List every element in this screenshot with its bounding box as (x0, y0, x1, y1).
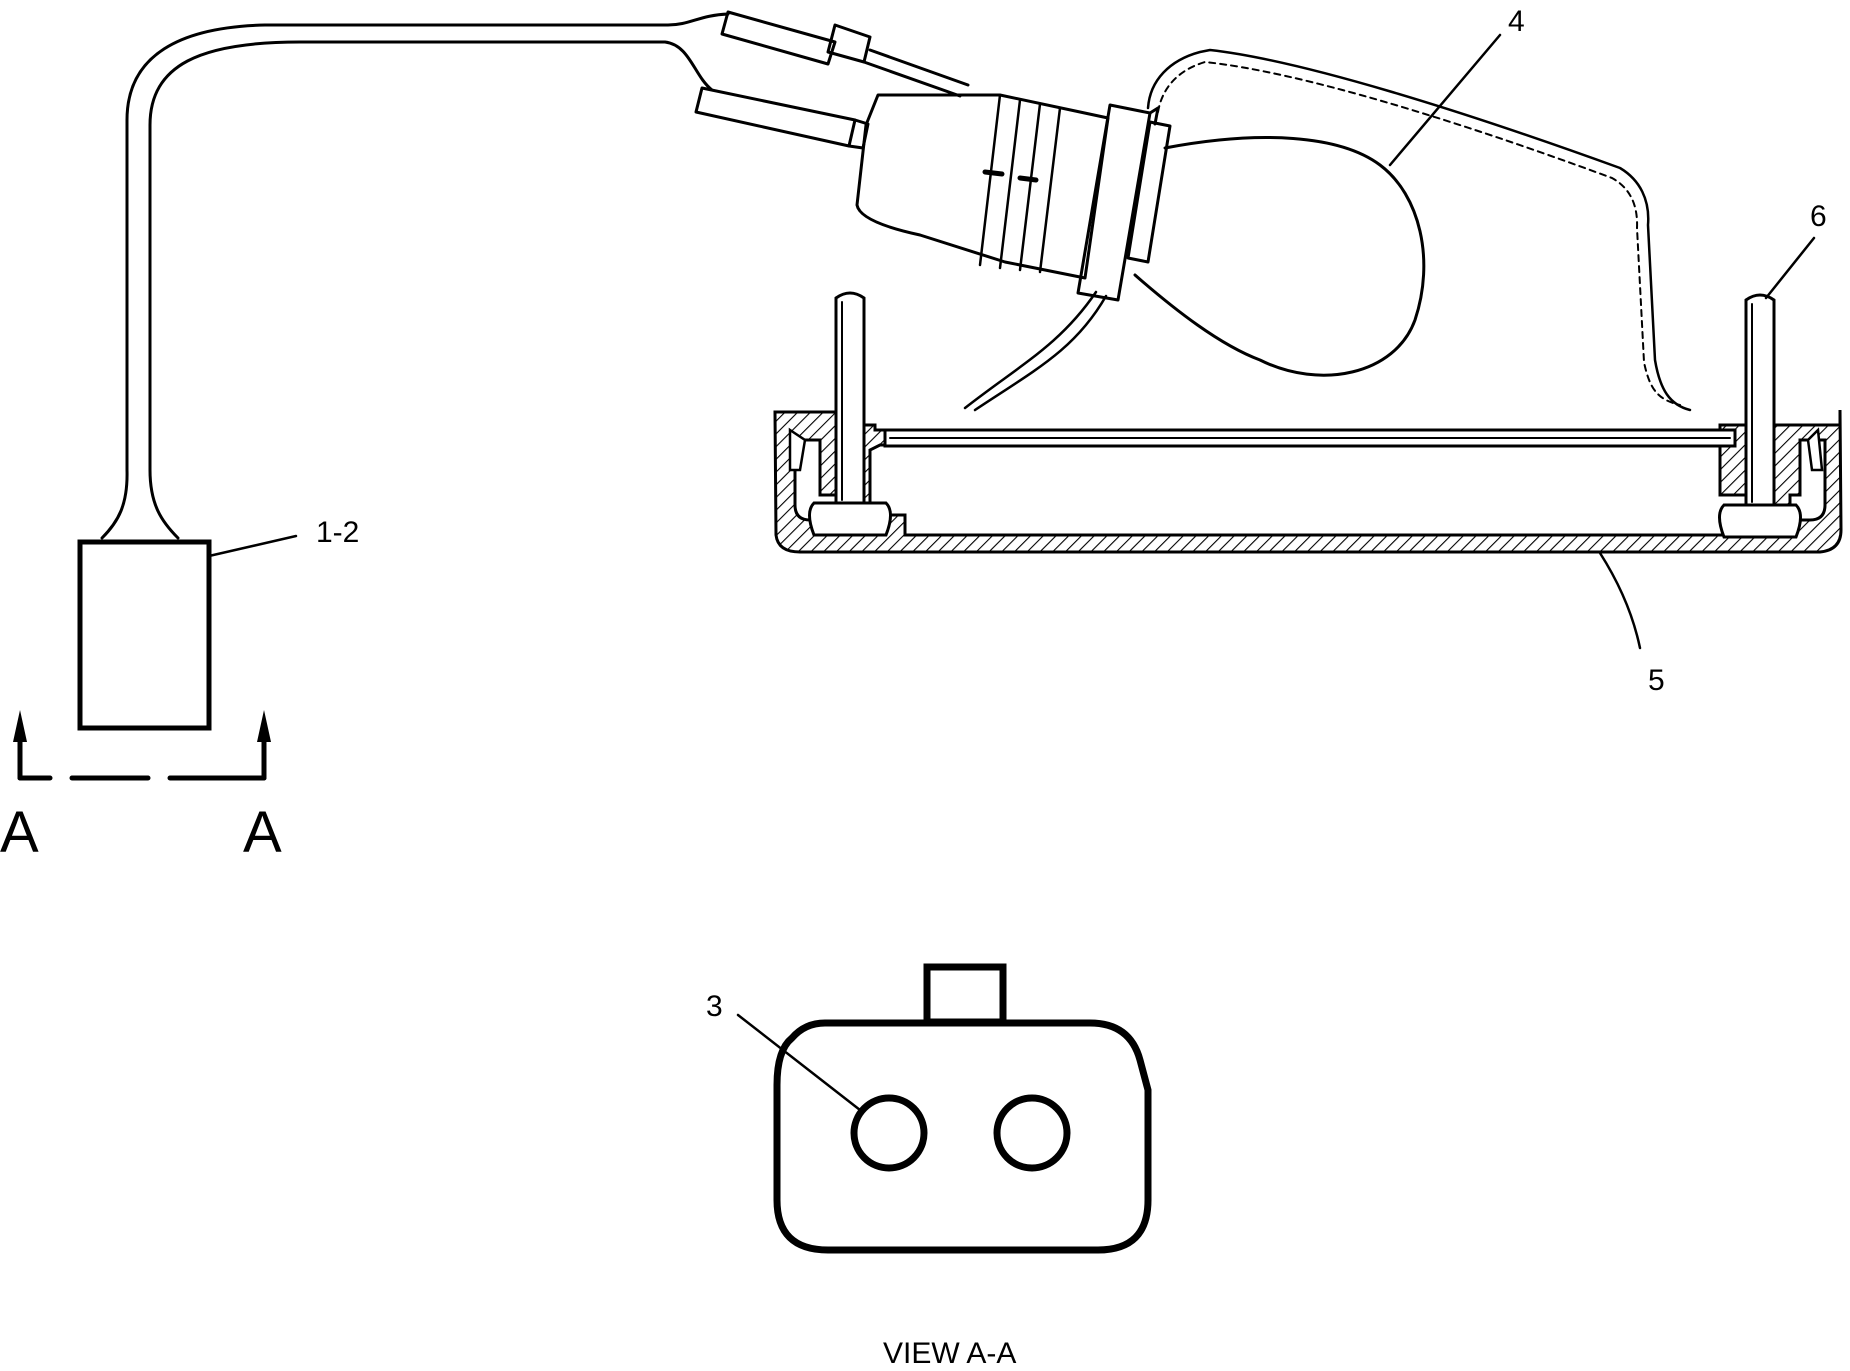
connector-pin-cavity-left (850, 1094, 928, 1172)
callout-label-5: 5 (1648, 664, 1665, 697)
bulb (1133, 136, 1426, 377)
section-line-a-a (13, 710, 271, 781)
section-label-left: A (0, 800, 39, 865)
callout-label-3: 3 (706, 990, 723, 1023)
lamp-lens-housing (773, 409, 1843, 554)
lamp-socket (694, 10, 1172, 302)
section-label-right: A (243, 800, 282, 865)
callout-label-4: 4 (1508, 5, 1525, 38)
callout-label-6: 6 (1810, 200, 1827, 233)
connector-face-view (773, 963, 1152, 1254)
callout-label-1-2: 1-2 (316, 516, 359, 549)
connector-pin-cavity-right (993, 1094, 1071, 1172)
connector-housing (77, 539, 212, 731)
mounting-screw-left (808, 291, 892, 537)
reflector-wire (1146, 48, 1692, 412)
view-caption: VIEW A-A (883, 1337, 1016, 1370)
wire-cable (100, 12, 730, 540)
mounting-screw-right (1718, 293, 1802, 539)
